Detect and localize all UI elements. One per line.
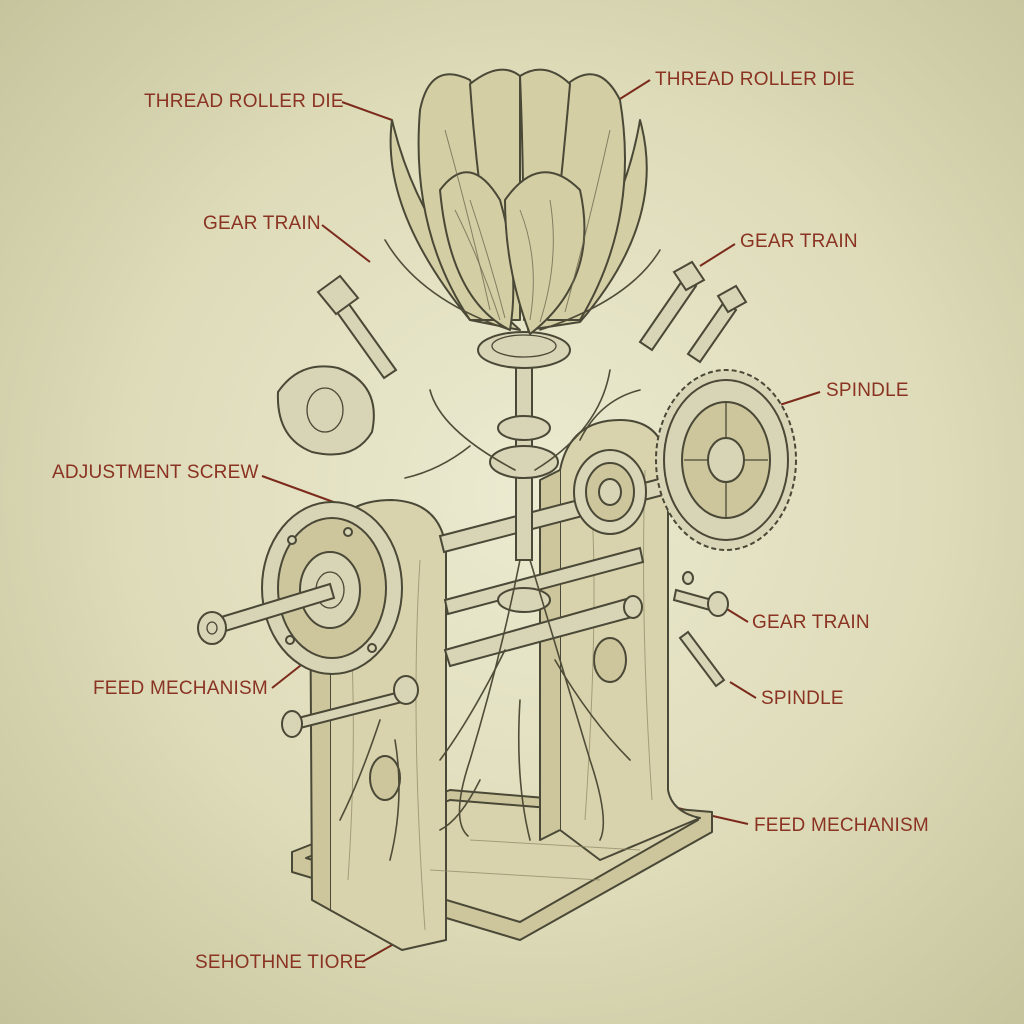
- label-feed-mechanism-left: FEED MECHANISM: [93, 678, 268, 699]
- label-adjustment-screw: ADJUSTMENT SCREW: [52, 462, 259, 483]
- loose-bolts-right: [638, 260, 748, 364]
- label-thread-roller-die-left: THREAD ROLLER DIE: [144, 91, 344, 112]
- label-base: SEHOTHNE TIORE: [195, 952, 367, 973]
- big-gear: [655, 369, 797, 551]
- right-bearing: [573, 449, 647, 535]
- label-feed-mechanism-right: FEED MECHANISM: [754, 815, 929, 836]
- label-spindle-top: SPINDLE: [826, 380, 909, 401]
- label-gear-train-right-top: GEAR TRAIN: [740, 231, 858, 252]
- flower-head: [389, 68, 648, 335]
- left-handwheel: [197, 501, 403, 675]
- label-thread-roller-die-right: THREAD ROLLER DIE: [655, 69, 855, 90]
- label-gear-train-left: GEAR TRAIN: [203, 213, 321, 234]
- label-spindle-bottom: SPINDLE: [761, 688, 844, 709]
- central-stem: [477, 331, 571, 613]
- loose-screws-lower-right: [672, 571, 729, 688]
- label-gear-train-right-mid: GEAR TRAIN: [752, 612, 870, 633]
- loose-nut: [276, 365, 375, 456]
- loose-bolt-left: [316, 274, 398, 380]
- lower-screw: [281, 675, 419, 738]
- roots: [339, 239, 661, 861]
- machine-frame: [291, 419, 713, 951]
